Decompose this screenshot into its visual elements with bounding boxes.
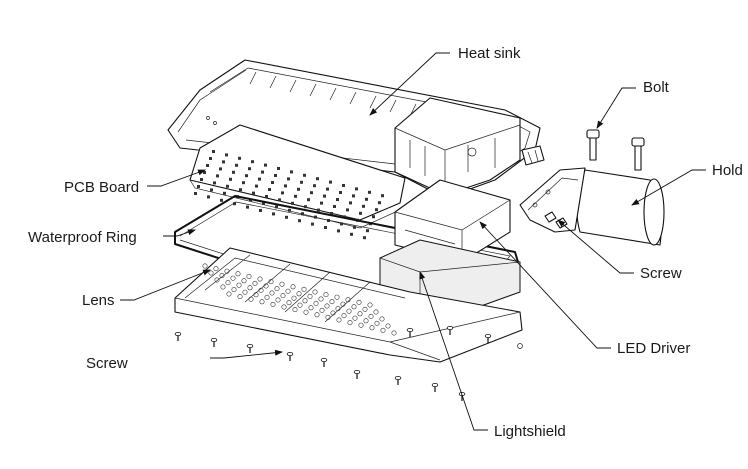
label-lens: Lens bbox=[82, 292, 115, 309]
screw-icon bbox=[286, 351, 294, 361]
label-led-driver: LED Driver bbox=[617, 340, 690, 357]
screw-icon bbox=[406, 327, 414, 337]
label-hold: Hold bbox=[712, 162, 743, 179]
screw-icon bbox=[353, 369, 361, 379]
screw-icon bbox=[394, 375, 402, 385]
bolt-pair bbox=[586, 129, 645, 171]
label-screw-right: Screw bbox=[640, 265, 682, 282]
label-pcb-board: PCB Board bbox=[64, 179, 139, 196]
label-screw-left: Screw bbox=[86, 355, 128, 372]
hold-part bbox=[519, 167, 665, 246]
label-waterproof-ring: Waterproof Ring bbox=[28, 229, 137, 246]
heat-sink-part bbox=[167, 59, 545, 199]
lens-part bbox=[174, 247, 523, 363]
label-bolt: Bolt bbox=[643, 79, 670, 96]
label-heat-sink: Heat sink bbox=[458, 45, 521, 62]
screw-icon bbox=[484, 333, 492, 343]
screw-icon bbox=[174, 331, 182, 341]
leader-lines bbox=[120, 52, 706, 431]
screw-icon bbox=[210, 337, 218, 347]
screw-icon bbox=[431, 382, 439, 392]
screw-set-left bbox=[174, 325, 492, 401]
screw-icon bbox=[246, 343, 254, 353]
label-lightshield: Lightshield bbox=[494, 423, 566, 440]
screw-icon bbox=[320, 357, 328, 367]
screw-icon bbox=[446, 325, 454, 335]
